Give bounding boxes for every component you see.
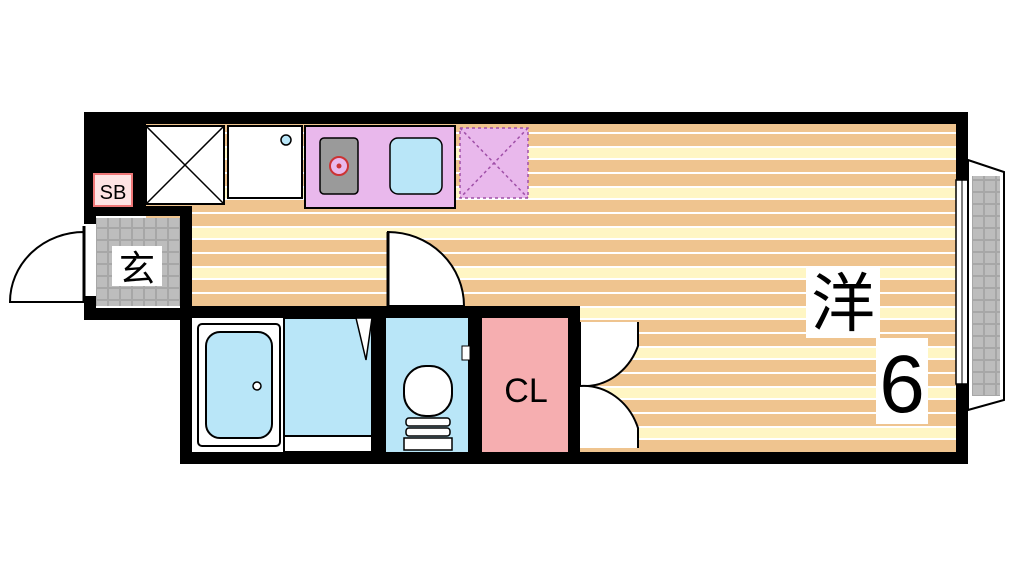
balcony — [967, 158, 1005, 412]
refrigerator-space — [227, 125, 303, 199]
entrance-label: 玄 — [119, 248, 155, 289]
appliance-space — [459, 127, 529, 199]
room-type-label: 洋 — [811, 268, 875, 340]
hall-floor — [192, 206, 388, 306]
window — [955, 179, 969, 385]
kitchen-counter — [304, 125, 456, 209]
interior-walls — [180, 306, 580, 464]
washing-machine-space — [145, 125, 225, 205]
shoe-box-label: SB — [100, 182, 127, 204]
closet: CL — [482, 318, 568, 452]
washroom — [283, 317, 373, 437]
closet-door-swings — [579, 322, 639, 448]
bathroom-door-swing — [386, 230, 466, 307]
bathroom — [192, 317, 373, 453]
sink — [389, 137, 443, 195]
toilet-bowl — [403, 365, 453, 417]
entrance-door-swing — [8, 226, 86, 303]
toilet-room — [386, 318, 471, 452]
closet-label: CL — [504, 372, 547, 410]
room-size-label: 6 — [879, 339, 925, 430]
entrance-divider — [180, 206, 192, 308]
shoe-box: SB — [93, 173, 133, 207]
